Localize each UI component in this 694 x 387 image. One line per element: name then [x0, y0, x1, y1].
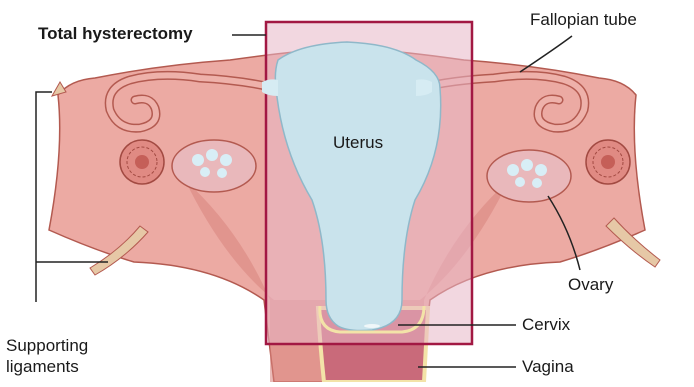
ovary-label: Ovary [568, 275, 613, 295]
supporting-ligaments-label-line2: ligaments [6, 357, 79, 377]
right-fimbriae [586, 140, 630, 184]
left-ovary [172, 140, 256, 192]
right-ovary [487, 150, 571, 202]
vagina-label: Vagina [522, 357, 574, 377]
cervix-label: Cervix [522, 315, 570, 335]
left-fimbriae [120, 140, 164, 184]
supporting-ligaments-label-line1: Supporting [6, 336, 88, 356]
fallopian-tube-label: Fallopian tube [530, 10, 637, 30]
uterus-label: Uterus [333, 133, 383, 153]
title-label: Total hysterectomy [38, 24, 193, 44]
